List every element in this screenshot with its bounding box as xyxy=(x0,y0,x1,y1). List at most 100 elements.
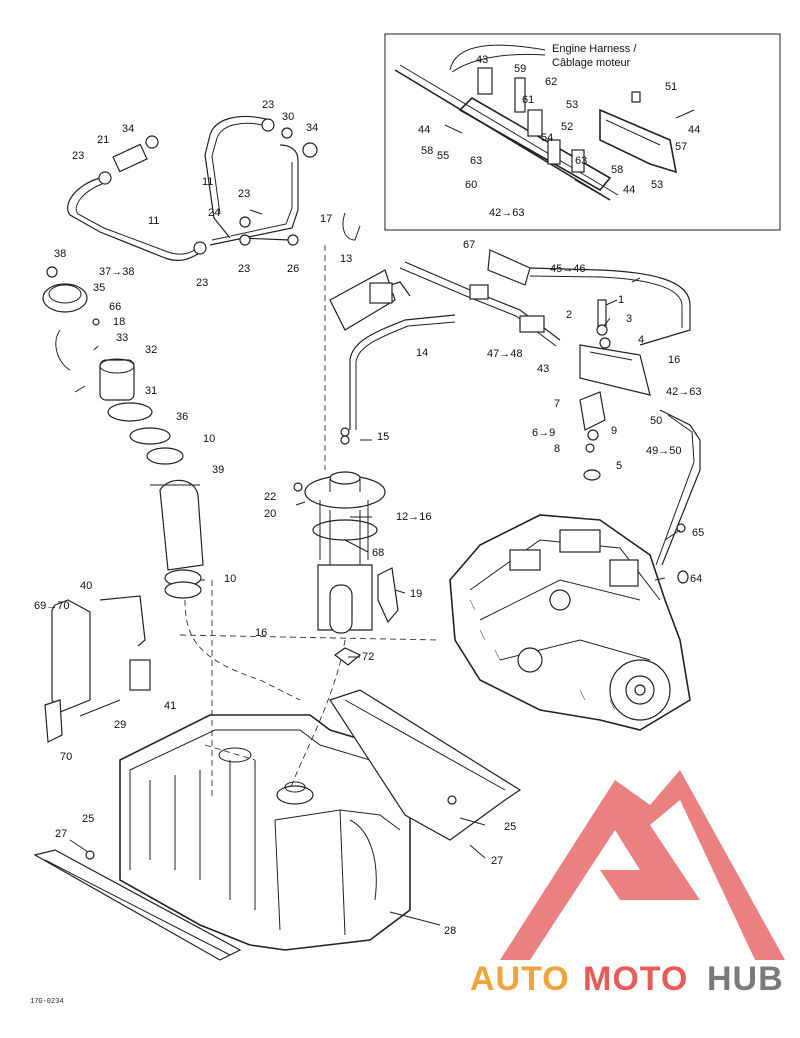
part-label: 38 xyxy=(54,248,66,260)
part-label: 8 xyxy=(554,443,560,455)
part-label: 65 xyxy=(692,527,704,539)
part-label: 18 xyxy=(113,316,125,328)
part-label: 47→48 xyxy=(487,348,522,360)
inset-title-line1: Engine Harness / xyxy=(552,43,637,55)
part-label: 3 xyxy=(626,313,632,325)
part-label: 54 xyxy=(541,132,553,144)
part-label: 58 xyxy=(421,145,433,157)
part-label: 20 xyxy=(264,508,276,520)
part-label: 9 xyxy=(611,425,617,437)
part-label: 37→38 xyxy=(99,266,134,278)
part-label: 4 xyxy=(638,334,644,346)
part-label: 11 xyxy=(148,215,159,227)
leader-lines xyxy=(69,277,681,926)
watermark-auto: AUTO xyxy=(470,960,570,998)
part-label: 39 xyxy=(212,464,224,476)
part-label: 17 xyxy=(320,213,332,225)
reference-code: 17G-0234 xyxy=(30,998,64,1006)
part-label: 62 xyxy=(545,76,557,88)
part-label: 44 xyxy=(623,184,635,196)
part-label: 19 xyxy=(410,588,422,600)
part-label: 31 xyxy=(145,385,157,397)
part-label: 33 xyxy=(116,332,128,344)
part-label: 49→50 xyxy=(646,445,681,457)
part-label: 45→46 xyxy=(550,263,585,275)
part-label: 24 xyxy=(208,207,220,219)
part-label: 14 xyxy=(416,347,428,359)
part-label: 10 xyxy=(224,573,236,585)
part-label: 29 xyxy=(114,719,126,731)
part-label: 23 xyxy=(238,188,250,200)
part-label: 32 xyxy=(145,344,157,356)
part-label: 25 xyxy=(504,821,516,833)
part-label: 69→70 xyxy=(34,600,69,612)
part-label: 64 xyxy=(690,573,702,585)
part-label: 5 xyxy=(616,460,622,472)
inset-title-line2: Câblage moteur xyxy=(552,57,631,69)
part-label: 23 xyxy=(196,277,208,289)
part-label: 58 xyxy=(611,164,623,176)
part-label: 43 xyxy=(476,54,488,66)
automotohub-watermark: AUTO MOTO HUB xyxy=(470,770,785,998)
part-label: 72 xyxy=(362,651,374,663)
part-label: 44 xyxy=(418,124,430,136)
left-bracket-assembly xyxy=(44,595,151,743)
part-label: 36 xyxy=(176,411,188,423)
part-label: 52 xyxy=(561,121,573,133)
part-label: 63 xyxy=(470,155,482,167)
part-label: 66 xyxy=(109,301,121,313)
part-label: 42→63 xyxy=(489,207,524,219)
part-label: 11 xyxy=(202,176,213,188)
part-label: 63 xyxy=(575,155,587,167)
part-label: 43 xyxy=(537,363,549,375)
part-label: 12→16 xyxy=(396,511,431,523)
part-label: 23 xyxy=(72,150,84,162)
part-label: 42→63 xyxy=(666,386,701,398)
part-label: 44 xyxy=(688,124,700,136)
part-label: 28 xyxy=(444,925,456,937)
part-label: 61 xyxy=(522,94,534,106)
watermark-hub: HUB xyxy=(707,960,784,998)
part-label: 53 xyxy=(651,179,663,191)
filler-neck-assembly xyxy=(42,266,204,599)
part-label: 60 xyxy=(465,179,477,191)
part-label: 34 xyxy=(122,123,134,135)
part-label: 25 xyxy=(82,813,94,825)
part-label: 22 xyxy=(264,491,276,503)
part-label: 35 xyxy=(93,282,105,294)
fuel-hoses xyxy=(329,261,691,445)
part-label: 51 xyxy=(665,81,677,93)
part-label: 57 xyxy=(675,141,687,153)
part-label: 68 xyxy=(372,547,384,559)
part-label: 53 xyxy=(566,99,578,111)
watermark-moto: MOTO xyxy=(583,960,688,998)
part-label: 59 xyxy=(514,63,526,75)
part-label: 23 xyxy=(238,263,250,275)
part-label: 30 xyxy=(282,111,294,123)
part-label: 55 xyxy=(437,150,449,162)
part-label: 13 xyxy=(340,253,352,265)
part-label: 7 xyxy=(554,398,560,410)
vent-hose-assembly xyxy=(67,115,361,262)
part-label: 23 xyxy=(262,99,274,111)
part-label: 27 xyxy=(55,828,67,840)
tank-straps xyxy=(33,689,522,961)
part-label: 2 xyxy=(566,309,572,321)
fuel-rail xyxy=(487,249,701,566)
part-label: 26 xyxy=(287,263,299,275)
part-label: 21 xyxy=(97,134,109,146)
part-label: 16 xyxy=(255,627,267,639)
part-label: 16 xyxy=(668,354,680,366)
part-label: 6→9 xyxy=(532,427,555,439)
part-label: 15 xyxy=(377,431,389,443)
fuel-pump-module xyxy=(293,471,399,666)
fuel-tank xyxy=(119,714,411,951)
part-label: 1 xyxy=(618,294,624,306)
part-label: 27 xyxy=(491,855,503,867)
engine-block xyxy=(449,514,691,731)
engine-harness-inset: Engine Harness / Câblage moteur xyxy=(384,33,781,231)
part-label: 40 xyxy=(80,580,92,592)
part-label: 70 xyxy=(60,751,72,763)
